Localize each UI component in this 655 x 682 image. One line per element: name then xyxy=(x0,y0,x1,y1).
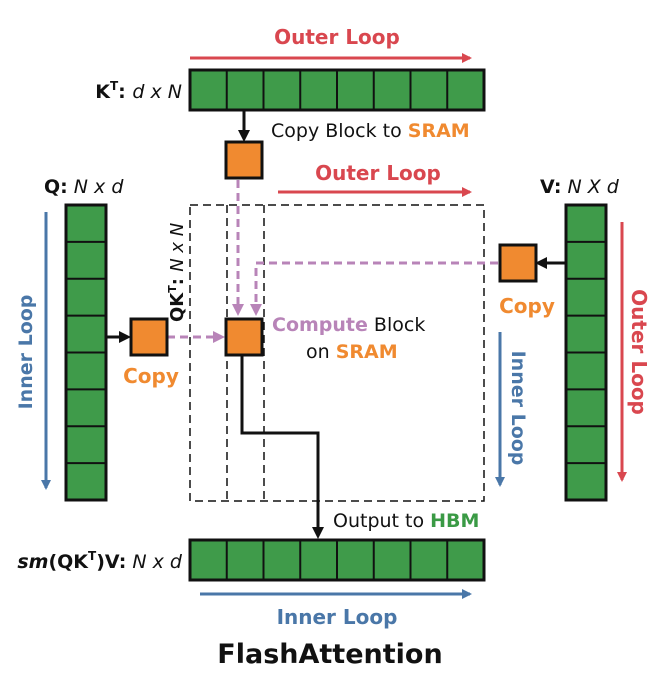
output-label: sm(QKT)V: N x d xyxy=(17,549,183,573)
compute-block-label: Compute Block xyxy=(272,314,425,336)
outer-loop-top-label: Outer Loop xyxy=(274,25,400,49)
sram-block-q xyxy=(129,317,169,357)
outer-loop-right-label: Outer Loop xyxy=(627,289,651,415)
inner-loop-right-label: Inner Loop xyxy=(507,351,529,466)
inner-loop-bottom-label: Inner Loop xyxy=(277,605,398,629)
inner-loop-left-label: Inner Loop xyxy=(15,295,37,410)
qkt-label: QKT: N x N xyxy=(166,223,188,322)
diagram-title: FlashAttention xyxy=(217,639,442,670)
output-to-hbm-label: Output to HBM xyxy=(333,510,479,532)
q-label: Q: N x d xyxy=(44,176,124,198)
outer-loop-mid-label: Outer Loop xyxy=(315,161,441,185)
flow-v-to-compute xyxy=(250,261,498,316)
copy-left-label: Copy xyxy=(123,364,179,388)
v-matrix xyxy=(564,203,608,502)
sram-block-k xyxy=(224,140,264,180)
output-matrix xyxy=(188,538,486,582)
arrow-compute-to-output xyxy=(240,356,324,539)
copy-right-label: Copy xyxy=(499,294,555,318)
sram-block-compute xyxy=(224,317,264,357)
qkt-region xyxy=(189,204,485,502)
v-label: V: N X d xyxy=(540,176,620,198)
on-sram-label: on SRAM xyxy=(306,341,398,363)
kt-label: KT: d x N xyxy=(95,79,182,103)
copy-block-label: Copy Block to SRAM xyxy=(271,120,470,142)
q-matrix xyxy=(64,203,108,502)
sram-block-v xyxy=(498,243,538,283)
kt-matrix xyxy=(188,68,486,112)
